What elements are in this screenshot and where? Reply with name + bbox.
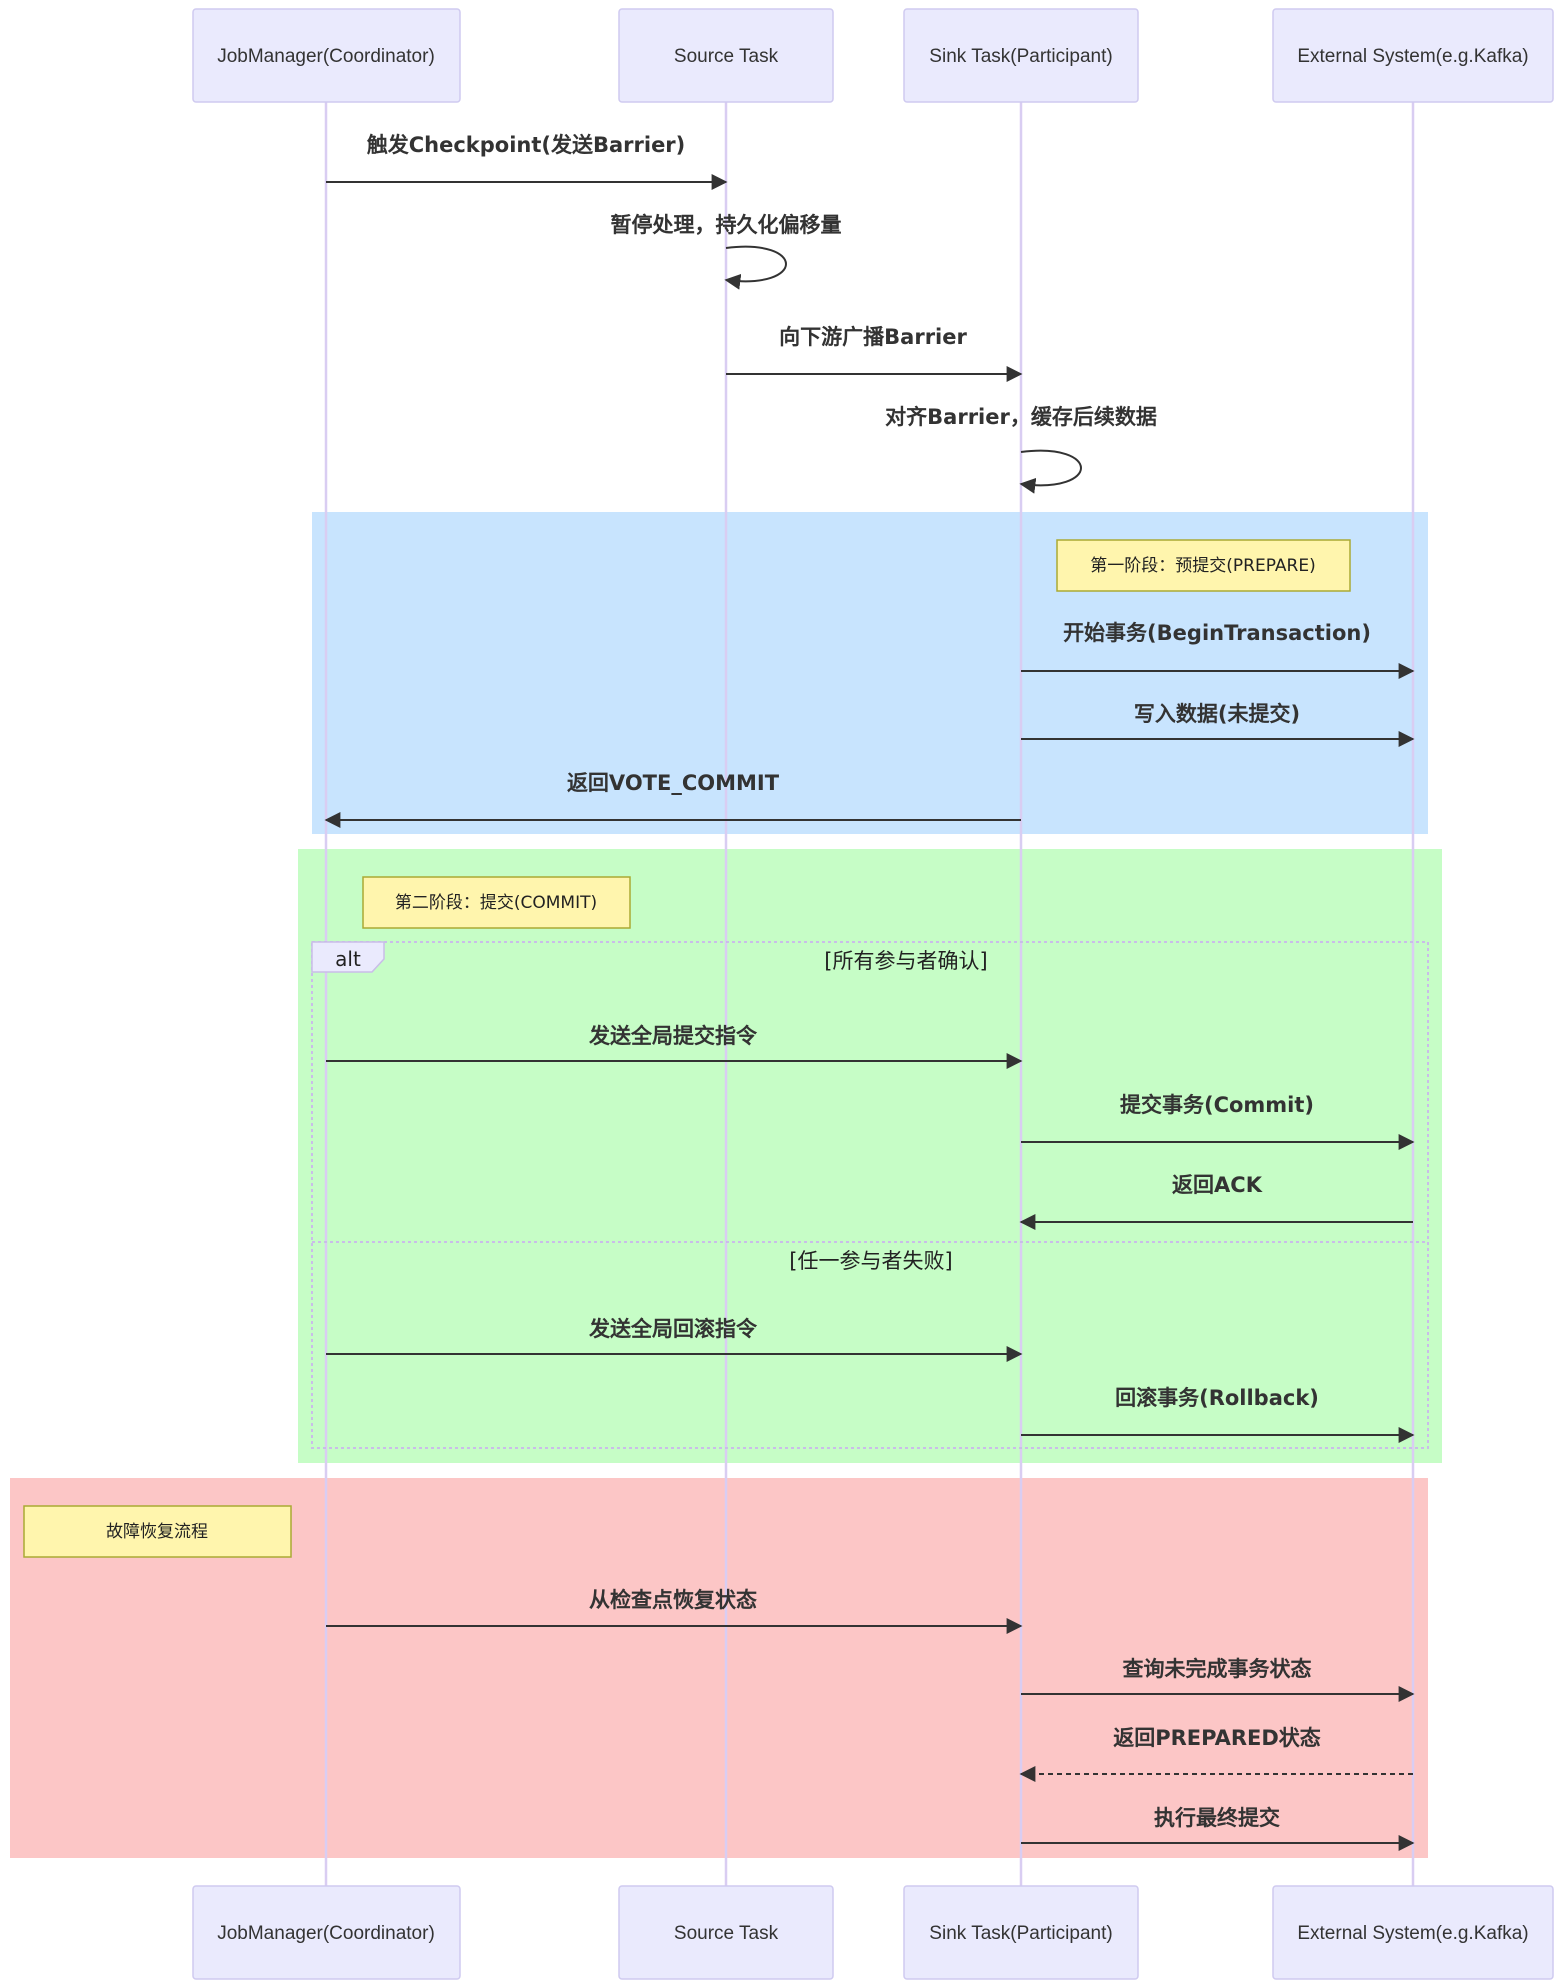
messages: 触发Checkpoint(发送Barrier) 暂停处理，持久化偏移量 向下游广… [324,133,1415,1851]
message-label: 从检查点恢复状态 [589,1588,757,1612]
phase2-background [298,849,1442,1463]
message-arrow [724,245,787,290]
actor-external-system-top: External System(e.g.Kafka) [1272,8,1554,103]
actor-label: Source Task [674,46,779,67]
message-15: 返回PREPARED状态 [1019,1726,1413,1782]
message-label: 触发Checkpoint(发送Barrier) [367,133,686,157]
actor-source-task-top: Source Task [618,8,834,103]
alt-label-box [311,941,385,973]
message-4: 对齐Barrier，缓存后续数据 [885,405,1157,494]
actor-label: Sink Task(Participant) [929,1923,1112,1944]
message-3: 向下游广播Barrier [726,325,1023,382]
actor-box [192,8,461,103]
message-arrow [1019,449,1082,494]
message-label: 返回VOTE_COMMIT [567,771,780,795]
message-label: 写入数据(未提交) [1134,702,1300,726]
actor-box [618,8,834,103]
actor-label: External System(e.g.Kafka) [1297,46,1528,67]
actor-source-task-bottom: Source Task [618,1885,834,1980]
phase1-note-box [1056,539,1351,592]
message-9: 提交事务(Commit) [1021,1093,1415,1150]
actor-label: JobManager(Coordinator) [217,1923,435,1944]
message-label: 返回PREPARED状态 [1113,1726,1321,1750]
actor-box [1272,1885,1554,1980]
actor-box [903,1885,1139,1980]
phase1-note-text: 第一阶段：预提交(PREPARE) [1090,556,1315,576]
actor-external-system-bottom: External System(e.g.Kafka) [1272,1885,1554,1980]
recovery-note: 故障恢复流程 [23,1505,292,1558]
message-8: 发送全局提交指令 [326,1024,1023,1069]
actor-label: JobManager(Coordinator) [217,46,435,67]
message-6: 写入数据(未提交) [1021,702,1415,747]
message-label: 对齐Barrier，缓存后续数据 [885,405,1157,429]
message-5: 开始事务(BeginTransaction) [1021,621,1415,679]
message-13: 从检查点恢复状态 [326,1588,1023,1634]
recovery-note-box [23,1505,292,1558]
phase2-note: 第二阶段：提交(COMMIT) [362,876,631,929]
message-label: 执行最终提交 [1154,1806,1280,1830]
message-label: 发送全局回滚指令 [588,1317,758,1341]
actor-label: Sink Task(Participant) [929,46,1112,67]
actor-box [1272,8,1554,103]
recovery-note-text: 故障恢复流程 [106,1522,208,1542]
phase2-note-text: 第二阶段：提交(COMMIT) [395,893,597,913]
actor-jobmanager-bottom: JobManager(Coordinator) [192,1885,461,1980]
message-16: 执行最终提交 [1021,1806,1415,1851]
message-12: 回滚事务(Rollback) [1021,1386,1415,1443]
alt-condition-2: [任一参与者失败] [789,1249,952,1273]
alt-frame-border [311,941,1429,1449]
phase1-note: 第一阶段：预提交(PREPARE) [1056,539,1351,592]
phase2-note-box [362,876,631,929]
actor-jobmanager-top: JobManager(Coordinator) [192,8,461,103]
message-1: 触发Checkpoint(发送Barrier) [326,133,728,190]
actor-box [618,1885,834,1980]
actor-sink-task-top: Sink Task(Participant) [903,8,1139,103]
actor-box [903,8,1139,103]
message-11: 发送全局回滚指令 [326,1317,1023,1362]
actor-label: Source Task [674,1923,779,1944]
actor-label: External System(e.g.Kafka) [1297,1923,1528,1944]
message-label: 开始事务(BeginTransaction) [1063,621,1371,645]
message-label: 回滚事务(Rollback) [1115,1386,1319,1410]
lifelines [324,102,1415,1886]
message-label: 发送全局提交指令 [588,1024,758,1048]
alt-frame: alt [所有参与者确认] [任一参与者失败] [311,941,1429,1449]
message-14: 查询未完成事务状态 [1021,1657,1415,1702]
message-2: 暂停处理，持久化偏移量 [611,213,842,290]
alt-keyword: alt [335,947,361,971]
alt-condition-1: [所有参与者确认] [824,949,987,973]
actor-sink-task-bottom: Sink Task(Participant) [903,1885,1139,1980]
message-7: 返回VOTE_COMMIT [324,771,1021,828]
message-label: 查询未完成事务状态 [1123,1657,1312,1681]
actor-box [192,1885,461,1980]
message-label: 暂停处理，持久化偏移量 [611,213,842,237]
message-10: 返回ACK [1019,1173,1413,1230]
message-label: 向下游广播Barrier [779,325,967,349]
message-label: 提交事务(Commit) [1120,1093,1314,1117]
message-label: 返回ACK [1172,1173,1263,1197]
